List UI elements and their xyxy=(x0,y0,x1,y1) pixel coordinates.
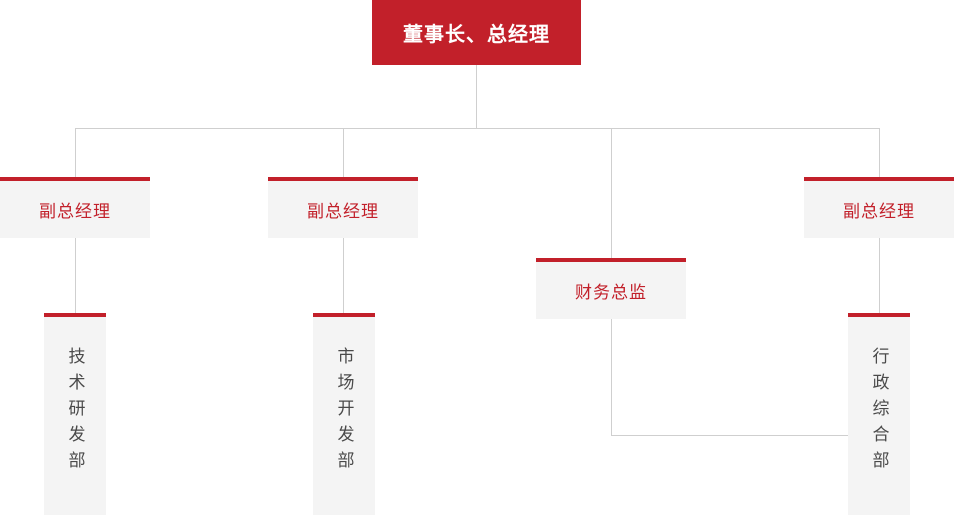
node-vice-general-manager-2-label: 副总经理 xyxy=(307,202,379,221)
connector-bus-to-cfo xyxy=(611,128,612,258)
node-department-administration-label: 行政综合部 xyxy=(869,347,889,477)
node-department-administration[interactable]: 行政综合部 xyxy=(848,313,910,515)
node-ceo-label: 董事长、总经理 xyxy=(403,24,550,46)
node-financial-director[interactable]: 财务总监 xyxy=(536,258,686,319)
node-financial-director-label: 财务总监 xyxy=(575,283,647,302)
node-vice-general-manager-3-label: 副总经理 xyxy=(843,202,915,221)
node-ceo[interactable]: 董事长、总经理 xyxy=(372,0,581,65)
connector-vp2-to-dept2 xyxy=(343,238,344,313)
connector-cfo-down xyxy=(611,319,612,435)
node-vice-general-manager-2[interactable]: 副总经理 xyxy=(268,177,418,238)
connector-vp3-to-dept3 xyxy=(879,238,880,313)
connector-vp1-to-dept1 xyxy=(75,238,76,313)
node-vice-general-manager-3[interactable]: 副总经理 xyxy=(804,177,954,238)
connector-bus-to-vp1 xyxy=(75,128,76,177)
connector-horizontal-bus xyxy=(75,128,880,129)
node-department-market-development-label: 市场开发部 xyxy=(334,347,354,477)
connector-cfo-to-dept3 xyxy=(611,435,854,436)
node-department-market-development[interactable]: 市场开发部 xyxy=(313,313,375,515)
connector-ceo-to-bus xyxy=(476,65,477,128)
connector-bus-to-vp2 xyxy=(343,128,344,177)
connector-bus-to-vp3 xyxy=(879,128,880,177)
node-department-technology-rnd-label: 技术研发部 xyxy=(65,347,85,477)
node-vice-general-manager-1[interactable]: 副总经理 xyxy=(0,177,150,238)
node-vice-general-manager-1-label: 副总经理 xyxy=(39,202,111,221)
node-department-technology-rnd[interactable]: 技术研发部 xyxy=(44,313,106,515)
